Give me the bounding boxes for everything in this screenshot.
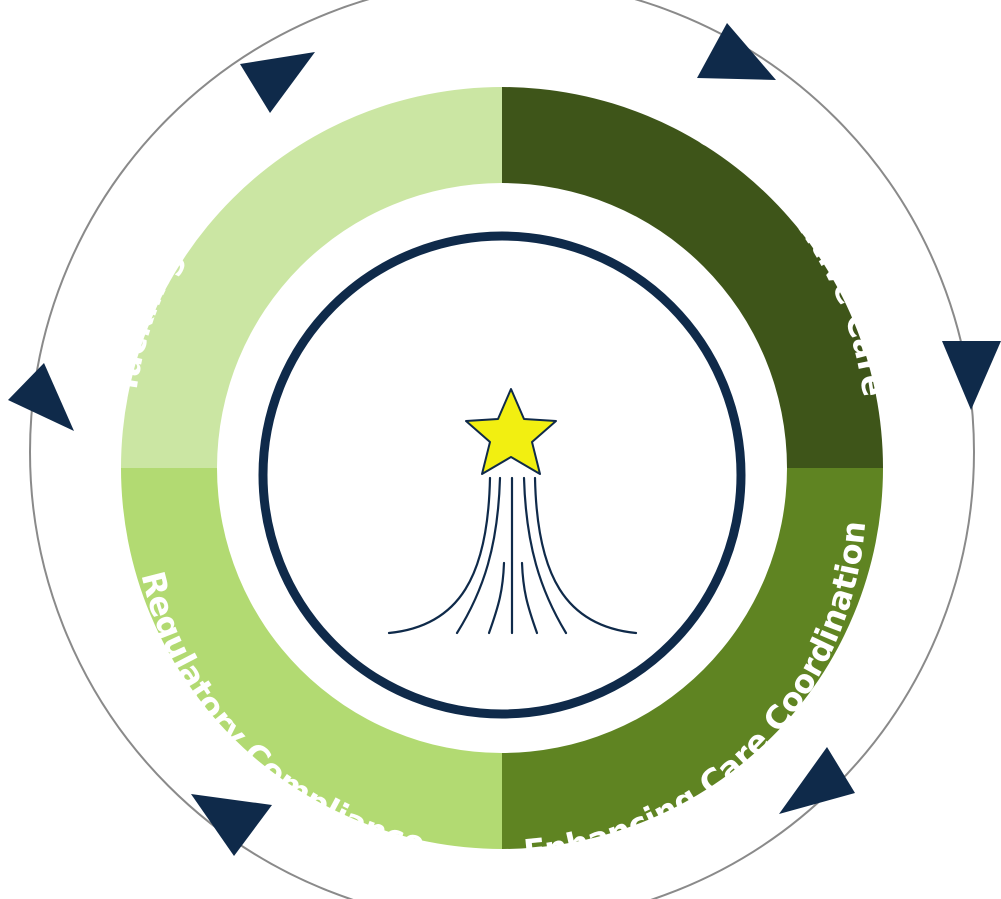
inner-circle [258, 231, 746, 719]
triangle-arrow-icon [191, 794, 272, 856]
segment-enhancing-care-coordination [502, 468, 883, 849]
triangle-arrow-icon [779, 747, 855, 814]
triangle-arrow-icon [240, 52, 315, 113]
cycle-arrows [8, 23, 1001, 856]
segment-regulatory-compliance [121, 468, 502, 849]
shooting-star-icon [387, 388, 638, 635]
triangle-arrow-icon [942, 341, 1001, 410]
segment-ring [121, 87, 883, 849]
segment-tackling-health-disparities [121, 87, 502, 468]
triangle-arrow-icon [697, 23, 776, 80]
triangle-arrow-icon [8, 363, 74, 431]
outer-cycle-ring [29, 0, 975, 899]
segment-promoting-preventive-care [502, 87, 883, 468]
